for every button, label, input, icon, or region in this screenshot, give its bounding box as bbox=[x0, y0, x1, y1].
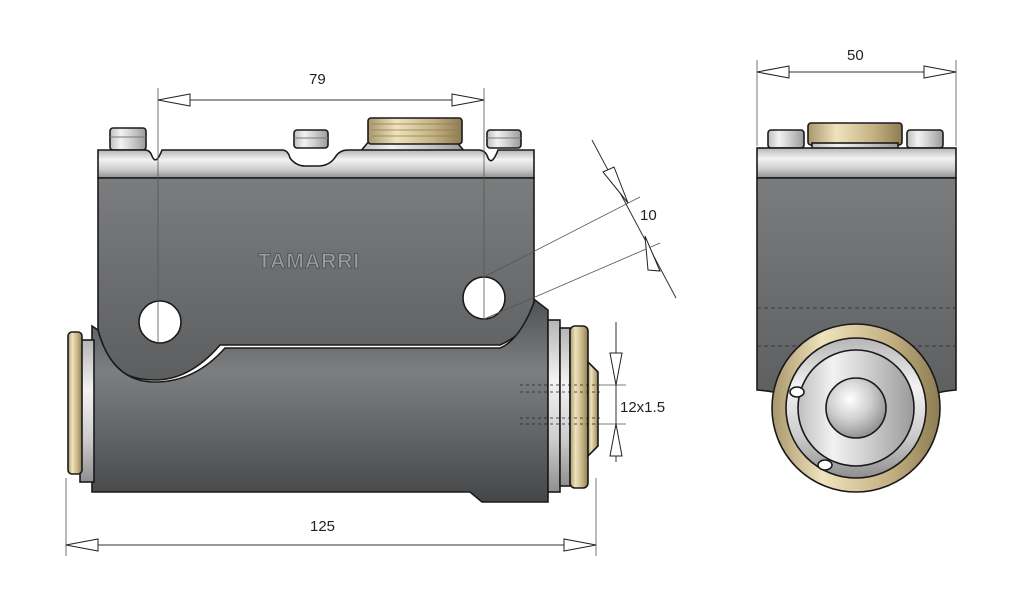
dim-port-thread-value: 12x1.5 bbox=[620, 399, 665, 416]
reservoir-cap bbox=[358, 117, 467, 153]
dim-hole-spacing: 79 bbox=[157, 71, 485, 342]
side-bore bbox=[825, 377, 887, 439]
dim-overall-width-value: 50 bbox=[847, 47, 864, 64]
brand-label: TAMARRI bbox=[258, 250, 360, 273]
dim-hole-diameter-value: 10 bbox=[640, 207, 657, 224]
right-end-fitting bbox=[547, 319, 599, 493]
cylinder-body bbox=[91, 298, 549, 503]
dim-overall-length: 125 bbox=[65, 478, 597, 556]
front-bolt-left bbox=[109, 127, 147, 151]
side-top-plate bbox=[756, 147, 957, 179]
mounting-hole-left bbox=[138, 300, 182, 344]
circlip-hole-top bbox=[789, 386, 805, 398]
port-hidden-lines bbox=[520, 384, 600, 425]
side-bolt-right bbox=[906, 129, 944, 149]
front-bolt-middle bbox=[293, 129, 329, 149]
dim-overall-width: 50 bbox=[756, 47, 957, 146]
top-plate bbox=[97, 149, 535, 179]
left-end-cap bbox=[67, 331, 95, 483]
dim-port-thread: 12x1.5 bbox=[596, 322, 665, 462]
side-bolt-left bbox=[767, 129, 805, 149]
dim-overall-length-value: 125 bbox=[310, 518, 335, 535]
front-bolt-right bbox=[486, 129, 522, 149]
dim-hole-diameter: 10 bbox=[483, 139, 677, 320]
front-view: TAMARRI bbox=[67, 117, 600, 503]
circlip-hole-bottom bbox=[817, 459, 833, 471]
dim-hole-spacing-value: 79 bbox=[309, 71, 326, 88]
side-view bbox=[756, 122, 957, 493]
